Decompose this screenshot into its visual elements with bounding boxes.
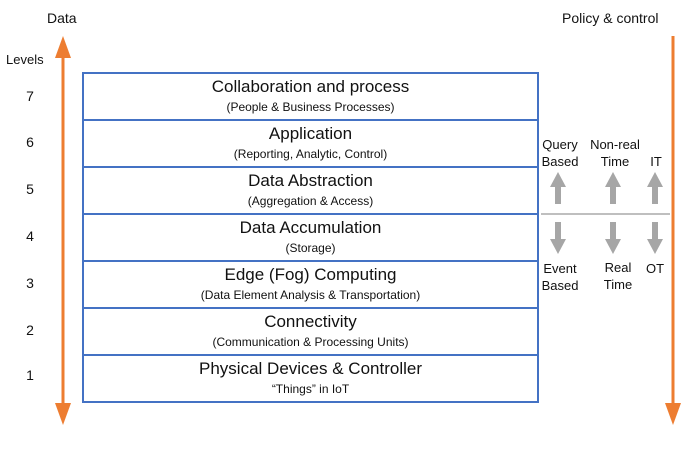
layer-1-box: Physical Devices & Controller “Things” i… — [82, 354, 539, 403]
layer-1-subtitle: “Things” in IoT — [271, 382, 350, 396]
layer-4-box: Data Accumulation (Storage) — [82, 213, 539, 262]
layer-6-box: Application (Reporting, Analytic, Contro… — [82, 119, 539, 168]
ot-label: OT — [645, 261, 665, 276]
layer-6-subtitle: (Reporting, Analytic, Control) — [233, 147, 388, 161]
layer-2-box: Connectivity (Communication & Processing… — [82, 307, 539, 356]
layer-7-subtitle: (People & Business Processes) — [226, 100, 395, 114]
level-number-5: 5 — [26, 181, 34, 197]
levels-label: Levels — [6, 52, 44, 67]
level-number-7: 7 — [26, 88, 34, 104]
level-number-3: 3 — [26, 275, 34, 291]
layer-3-box: Edge (Fog) Computing (Data Element Analy… — [82, 260, 539, 309]
layer-2-subtitle: (Communication & Processing Units) — [212, 335, 409, 349]
level-number-4: 4 — [26, 228, 34, 244]
layer-5-box: Data Abstraction (Aggregation & Access) — [82, 166, 539, 215]
layer-4-subtitle: (Storage) — [285, 241, 336, 255]
layer-6-title: Application — [268, 124, 353, 143]
it-up-arrow — [647, 172, 663, 204]
real-time-label: Real Time — [603, 260, 633, 292]
layer-stack: Collaboration and process (People & Busi… — [82, 72, 539, 405]
data-flow-arrow — [55, 36, 71, 425]
level-number-1: 1 — [26, 367, 34, 383]
policy-control-label: Policy & control — [562, 10, 659, 26]
layer-5-title: Data Abstraction — [248, 171, 373, 190]
event-based-label: Event Based — [541, 261, 579, 293]
policy-control-arrow — [665, 36, 681, 425]
ot-down-arrow — [647, 222, 663, 254]
layer-1-title: Physical Devices & Controller — [199, 359, 422, 378]
layer-3-subtitle: (Data Element Analysis & Transportation) — [200, 288, 421, 302]
data-label: Data — [47, 10, 77, 26]
real-down-arrow — [605, 222, 621, 254]
level-number-6: 6 — [26, 134, 34, 150]
level-number-2: 2 — [26, 322, 34, 338]
layer-7-title: Collaboration and process — [211, 77, 410, 96]
event-down-arrow — [550, 222, 566, 254]
nonreal-up-arrow — [605, 172, 621, 204]
layer-7-box: Collaboration and process (People & Busi… — [82, 72, 539, 121]
layer-3-title: Edge (Fog) Computing — [224, 265, 397, 284]
query-based-label: Query Based — [541, 137, 579, 169]
query-up-arrow — [550, 172, 566, 204]
layer-2-title: Connectivity — [264, 312, 357, 331]
it-label: IT — [650, 154, 662, 169]
non-real-time-label: Non-real Time — [590, 137, 640, 169]
layer-4-title: Data Accumulation — [239, 218, 382, 237]
layer-5-subtitle: (Aggregation & Access) — [247, 194, 374, 208]
